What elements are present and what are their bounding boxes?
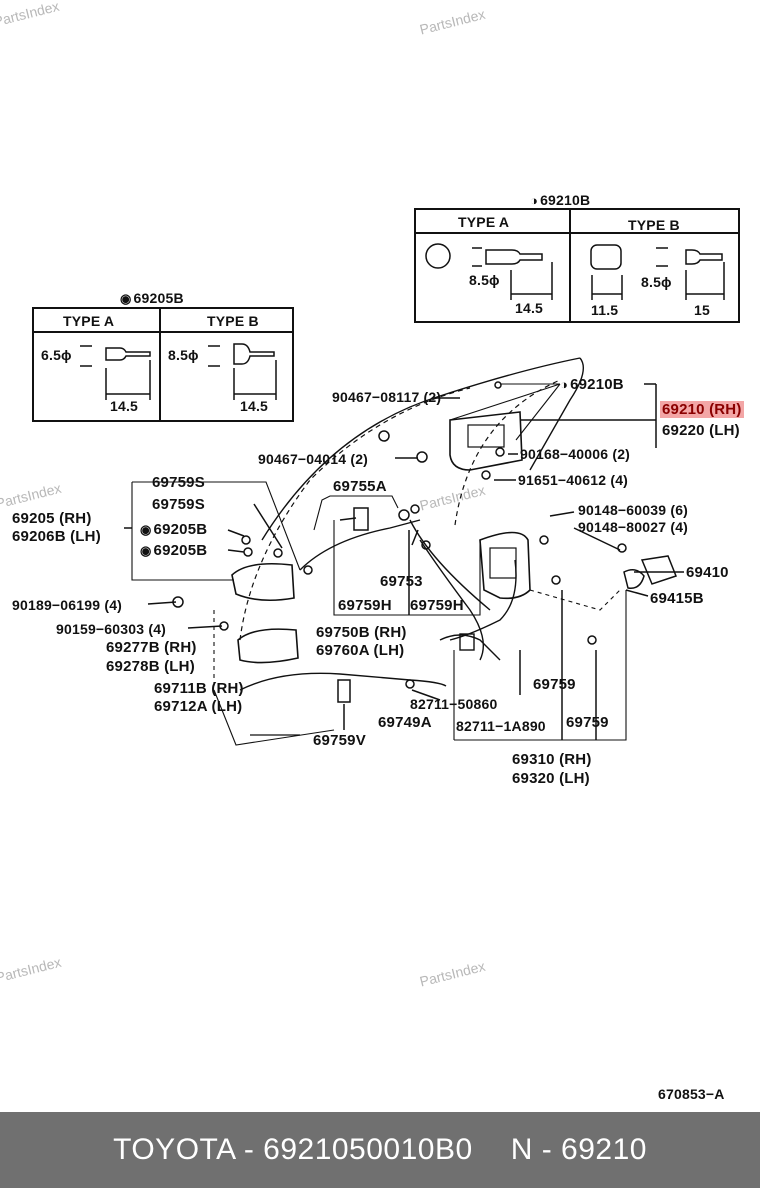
part-label[interactable]: 82711−1A890 bbox=[456, 718, 546, 734]
part-label[interactable]: 69760A (LH) bbox=[316, 642, 405, 659]
inset-69210b-title: ◑69210B bbox=[530, 192, 591, 208]
inset-69210b-type-a: TYPE A bbox=[458, 214, 510, 230]
parts-diagram: PartsIndex PartsIndex PartsIndex PartsIn… bbox=[0, 0, 744, 1102]
dim-label: 15 bbox=[694, 302, 710, 318]
inset-69210b-type-b: TYPE B bbox=[628, 217, 680, 233]
part-label-highlighted[interactable]: 69210 (RH) bbox=[660, 401, 744, 418]
part-label[interactable]: 69278B (LH) bbox=[106, 658, 195, 675]
part-label[interactable]: ◑69210B bbox=[560, 376, 624, 393]
dim-label: 14.5 bbox=[240, 398, 269, 414]
inset-69205b-type-a: TYPE A bbox=[63, 313, 115, 329]
part-label[interactable]: 90467−04014 (2) bbox=[258, 451, 369, 467]
part-label[interactable]: 90148−80027 (4) bbox=[578, 519, 689, 535]
part-label[interactable]: 69410 bbox=[686, 564, 729, 581]
part-label[interactable]: 69320 (LH) bbox=[512, 770, 590, 787]
part-label[interactable]: 69759S bbox=[152, 474, 205, 491]
part-label[interactable]: 69759H bbox=[410, 597, 464, 614]
footer-bar: TOYOTA - 6921050010B0 N - 69210 bbox=[0, 1112, 760, 1188]
dim-label: 8.5ϕ bbox=[641, 274, 672, 290]
part-label[interactable]: 69759 bbox=[566, 714, 609, 731]
part-label[interactable]: 90467−08117 (2) bbox=[332, 389, 442, 405]
part-label[interactable]: 90159−60303 (4) bbox=[56, 621, 167, 637]
inset-69205b-box bbox=[32, 307, 294, 422]
dim-label: 8.5ϕ bbox=[469, 272, 500, 288]
part-label[interactable]: 90148−60039 (6) bbox=[578, 502, 689, 518]
footer-part-number: TOYOTA - 6921050010B0 bbox=[113, 1133, 473, 1166]
diagram-code: 670853−A bbox=[658, 1086, 725, 1102]
part-label[interactable]: 69759 bbox=[533, 676, 576, 693]
part-label[interactable]: 69220 (LH) bbox=[662, 422, 740, 439]
part-label[interactable]: ◉69205B bbox=[140, 521, 208, 538]
part-label[interactable]: 69750B (RH) bbox=[316, 624, 407, 641]
part-label[interactable]: 69711B (RH) bbox=[154, 680, 244, 697]
part-label[interactable]: 69759S bbox=[152, 496, 205, 513]
dim-label: 11.5 bbox=[591, 302, 619, 318]
diagram-line-art bbox=[32, 208, 740, 746]
footer-group-code: N - 69210 bbox=[510, 1133, 647, 1166]
part-label[interactable]: 69205 (RH) bbox=[12, 510, 92, 527]
part-label[interactable]: 69753 bbox=[380, 573, 423, 590]
part-label[interactable]: 69277B (RH) bbox=[106, 639, 197, 656]
part-label[interactable]: 69759V bbox=[313, 732, 366, 749]
part-label[interactable]: 69759H bbox=[338, 597, 392, 614]
part-label[interactable]: 69755A bbox=[333, 478, 387, 495]
part-label[interactable]: 91651−40612 (4) bbox=[518, 472, 629, 488]
part-label[interactable]: 69749A bbox=[378, 714, 432, 731]
dim-label: 8.5ϕ bbox=[168, 347, 199, 363]
inset-69205b-title: ◉69205B bbox=[120, 290, 184, 306]
inset-69210b-box bbox=[414, 208, 740, 323]
dim-label: 14.5 bbox=[110, 398, 139, 414]
part-label[interactable]: 69310 (RH) bbox=[512, 751, 592, 768]
part-label[interactable]: 69206B (LH) bbox=[12, 528, 101, 545]
part-label[interactable]: 69415B bbox=[650, 590, 704, 607]
dim-label: 6.5ϕ bbox=[41, 347, 72, 363]
part-label[interactable]: 90168−40006 (2) bbox=[520, 446, 631, 462]
part-label[interactable]: 90189−06199 (4) bbox=[12, 597, 123, 613]
part-label[interactable]: 82711−50860 bbox=[410, 696, 498, 712]
dim-label: 14.5 bbox=[515, 300, 544, 316]
part-label[interactable]: 69712A (LH) bbox=[154, 698, 243, 715]
inset-69205b-type-b: TYPE B bbox=[207, 313, 259, 329]
part-label[interactable]: ◉69205B bbox=[140, 542, 208, 559]
